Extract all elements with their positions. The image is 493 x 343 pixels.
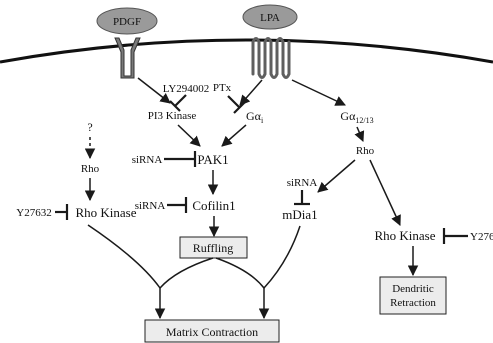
arrow-gai-to-pak1 [221, 124, 247, 147]
arrow-rho-to-mdia1 [317, 159, 356, 193]
inhibit-ly294002-bar [169, 100, 181, 112]
dendritic-line2-label: Retraction [390, 297, 436, 309]
g-alpha-1213-label: Gα12/13 [340, 109, 373, 125]
ruffling-label: Ruffling [193, 241, 233, 255]
y27632-right-label: Y27632 [470, 231, 493, 243]
g-alpha-1213-subscript: 12/13 [355, 116, 373, 125]
rho-left-label: Rho [81, 163, 100, 175]
converge-ruffling-left [159, 257, 214, 289]
converge-ruffling-right [215, 257, 265, 289]
inhibit-ly294002 [174, 94, 187, 107]
pak1-label: PAK1 [197, 152, 228, 167]
dendritic-retraction-box [379, 276, 447, 315]
unknown-label: ? [87, 120, 92, 134]
arrow-g1213-to-rho [354, 126, 365, 142]
lpa-receptor-icon [251, 37, 291, 79]
converge-mdia-right [263, 225, 301, 289]
sirna-mdia-label: siRNA [287, 177, 318, 189]
pi3-kinase-label: PI3 Kinase [148, 110, 197, 122]
dendritic-line1-label: Dendritic [392, 283, 434, 295]
rho-kinase-right-label: Rho Kinase [374, 228, 435, 243]
arrow-lpa-to-g1213 [291, 79, 346, 106]
inhibit-ptx [227, 95, 241, 109]
mdia1-label: mDia1 [282, 207, 317, 222]
sirna-pak1-label: siRNA [132, 154, 163, 166]
y27632-left-label: Y27632 [16, 207, 51, 219]
g-alpha-i-label: Gαi [246, 109, 264, 125]
pdgf-label: PDGF [113, 16, 141, 28]
arrow-rho-to-rhokinase-right [369, 159, 401, 226]
inhibit-ptx-bar [233, 101, 246, 114]
arrow-lpa-to-gai [239, 79, 263, 106]
lpa-label: LPA [260, 12, 280, 24]
converge-left [87, 224, 161, 289]
lpa-ligand-shape [242, 4, 298, 30]
cofilin1-label: Cofilin1 [192, 198, 235, 213]
ruffling-box [179, 236, 248, 259]
sirna-cofilin-label: siRNA [135, 200, 166, 212]
matrix-contraction-box [144, 319, 280, 343]
ptx-label: PTx [213, 82, 232, 94]
pdgf-receptor-icon [114, 37, 141, 79]
matrix-contraction-label: Matrix Contraction [166, 325, 258, 339]
cell-membrane [0, 38, 493, 64]
arrow-pi3k-to-pak1 [177, 124, 201, 147]
rho-kinase-left-label: Rho Kinase [75, 205, 136, 220]
arrow-pdgf-to-pi3k [137, 77, 171, 104]
rho-right-label: Rho [356, 145, 375, 157]
ly294002-label: LY294002 [163, 83, 210, 95]
g-alpha-i-subscript: i [261, 116, 264, 125]
pdgf-ligand-shape [96, 7, 158, 35]
